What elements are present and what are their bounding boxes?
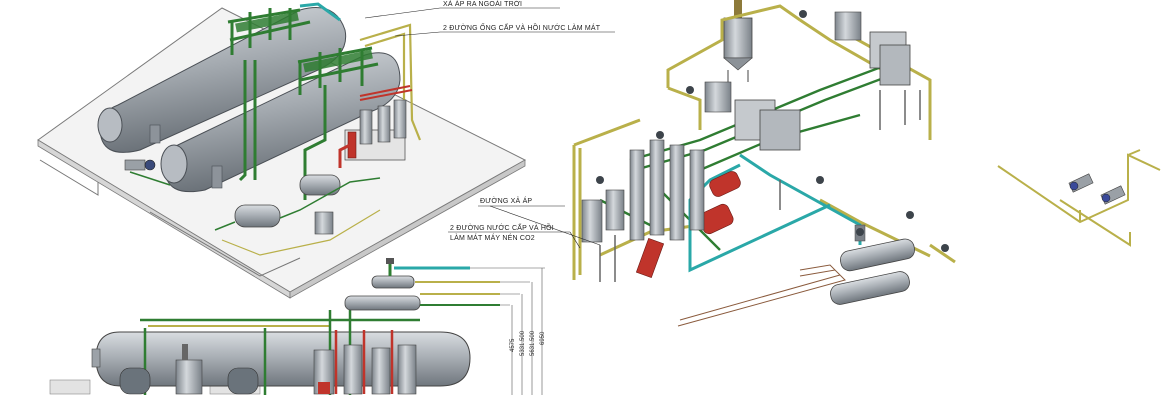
label-vent-line: ĐƯỜNG XẢ ÁP <box>480 196 532 205</box>
separator-vessels <box>214 174 381 256</box>
label-cooling-compressor-2: LÀM MÁT MÁY NÉN CO2 <box>450 233 535 242</box>
label-cooling-compressor-1: 2 ĐƯỜNG NƯỚC CẤP VÀ HỒI <box>450 222 554 232</box>
compressor-skid <box>338 85 413 168</box>
valves <box>596 10 949 252</box>
center-isometric-piping: ĐƯỜNG XẢ ÁP 2 ĐƯỜNG NƯỚC CẤP VÀ HỒI LÀM … <box>448 0 956 327</box>
elevation-view: 4575 5331.500 5631.500 6950 <box>49 258 546 395</box>
dim-5631: 5631.500 <box>530 330 536 356</box>
dim-4575: 4575 <box>510 338 516 352</box>
cooling-pipe-yellow <box>359 23 422 141</box>
heat-exchangers <box>704 11 911 151</box>
left-isometric-plant: XẢ ÁP RA NGOÀI TRỜI 2 ĐƯỜNG ỐNG CẤP VÀ H… <box>37 0 615 299</box>
buffer-vessel <box>723 17 753 82</box>
pipe-rack-green <box>227 8 379 200</box>
compressor-columns-iso <box>581 139 705 282</box>
storage-tank-1 <box>97 7 347 153</box>
receiver-condensers <box>830 224 915 305</box>
pump-station-left <box>124 159 171 186</box>
label-vent-outdoor: XẢ ÁP RA NGOÀI TRỜI <box>443 0 522 8</box>
dimension-lines <box>470 267 545 395</box>
red-oil-separators <box>635 171 741 279</box>
right-pump-assembly <box>997 149 1161 247</box>
vent-pipe-cyan <box>299 2 341 22</box>
curb-wall <box>39 159 99 196</box>
dim-6950: 6950 <box>540 331 546 345</box>
dim-5331: 5331.500 <box>520 330 526 356</box>
pump-unit-2 <box>1100 185 1126 205</box>
storage-tank-2 <box>160 52 401 193</box>
compressor-columns <box>313 330 417 395</box>
drain-lines-brown <box>677 264 846 327</box>
label-cooling-supply-top: 2 ĐƯỜNG ỐNG CẤP VÀ HỒI NƯỚC LÀM MÁT <box>443 22 601 32</box>
pump-unit-1 <box>1068 173 1094 193</box>
condenser-top <box>344 258 421 311</box>
